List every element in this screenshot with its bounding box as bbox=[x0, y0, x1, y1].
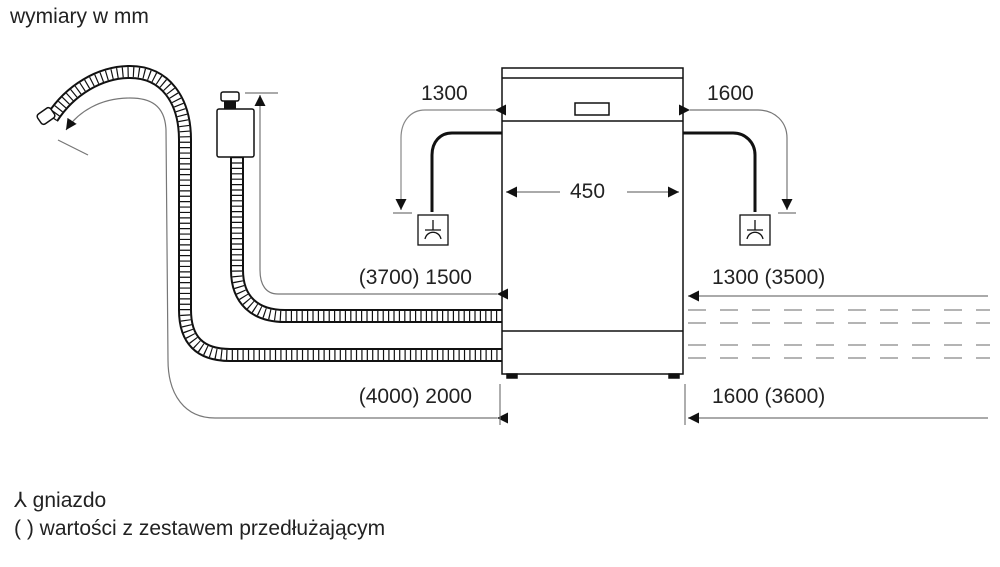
aquastop-valve-icon bbox=[216, 108, 255, 158]
extension-dashes bbox=[688, 309, 990, 359]
dim-power-right bbox=[679, 104, 793, 210]
label-drain-left: (4000) 2000 bbox=[358, 385, 472, 408]
dim-drain-left bbox=[65, 97, 508, 424]
label-width: 450 bbox=[570, 180, 606, 203]
label-power-right: 1600 bbox=[707, 82, 754, 105]
diagram-title: wymiary w mm bbox=[10, 5, 149, 28]
dim-inlet-left bbox=[254, 95, 508, 300]
dim-power-left bbox=[395, 104, 506, 210]
label-drain-right: 1600 (3600) bbox=[712, 385, 826, 408]
display-panel bbox=[574, 102, 610, 116]
socket-right-icon bbox=[739, 214, 771, 246]
label-inlet-left: (3700) 1500 bbox=[358, 266, 472, 289]
paren-symbol: ( ) bbox=[14, 517, 34, 540]
label-inlet-right: 1300 (3500) bbox=[712, 266, 826, 289]
legend-socket-label: gniazdo bbox=[32, 489, 107, 512]
socket-symbol-icon: ⅄ bbox=[14, 489, 27, 512]
label-power-left: 1300 bbox=[421, 82, 468, 105]
dishwasher bbox=[501, 67, 684, 379]
legend-extension: ( ) wartości z zestawem przedłużającym bbox=[14, 517, 385, 541]
legend-extension-label: wartości z zestawem przedłużającym bbox=[39, 517, 386, 540]
drain-nozzle-icon bbox=[36, 106, 56, 126]
socket-left-icon bbox=[417, 214, 449, 246]
legend-socket: ⅄ gniazdo bbox=[14, 488, 106, 513]
